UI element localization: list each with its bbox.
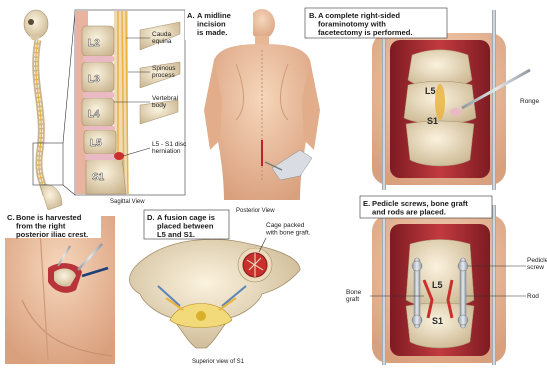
sagittal-caption: Sagittal View — [110, 199, 145, 205]
sagittal-level-s1: S1 — [92, 172, 105, 183]
panel-d-superior-s1 — [130, 239, 301, 348]
panel-b-s1: S1 — [427, 116, 438, 126]
panel-e-s1: S1 — [432, 316, 443, 326]
panel-e-letter: E. — [363, 199, 370, 208]
panel-d-caption: Superior view of S1 — [192, 359, 245, 365]
panel-b-l5: L5 — [425, 86, 436, 96]
panel-d-letter: D. — [147, 213, 155, 222]
pedicle-screw — [458, 261, 468, 271]
rod-label: Rod — [527, 293, 539, 300]
sagittal-level-l3: L3 — [88, 74, 100, 85]
sagittal-level-l5: L5 — [90, 138, 102, 149]
skeleton-figure — [24, 10, 63, 210]
panel-c-letter: C. — [7, 213, 15, 222]
sagittal-level-l2: L2 — [88, 38, 100, 49]
sagittal-level-l4: L4 — [88, 109, 100, 120]
panel-a-caption: Posterior View — [236, 208, 275, 214]
panel-a-letter: A. — [187, 11, 195, 20]
panel-b-letter: B. — [309, 11, 317, 20]
disc-herniation-marker — [114, 152, 124, 160]
panel-e-l5: L5 — [432, 280, 443, 290]
rongeur-label: Ronge — [520, 98, 540, 105]
